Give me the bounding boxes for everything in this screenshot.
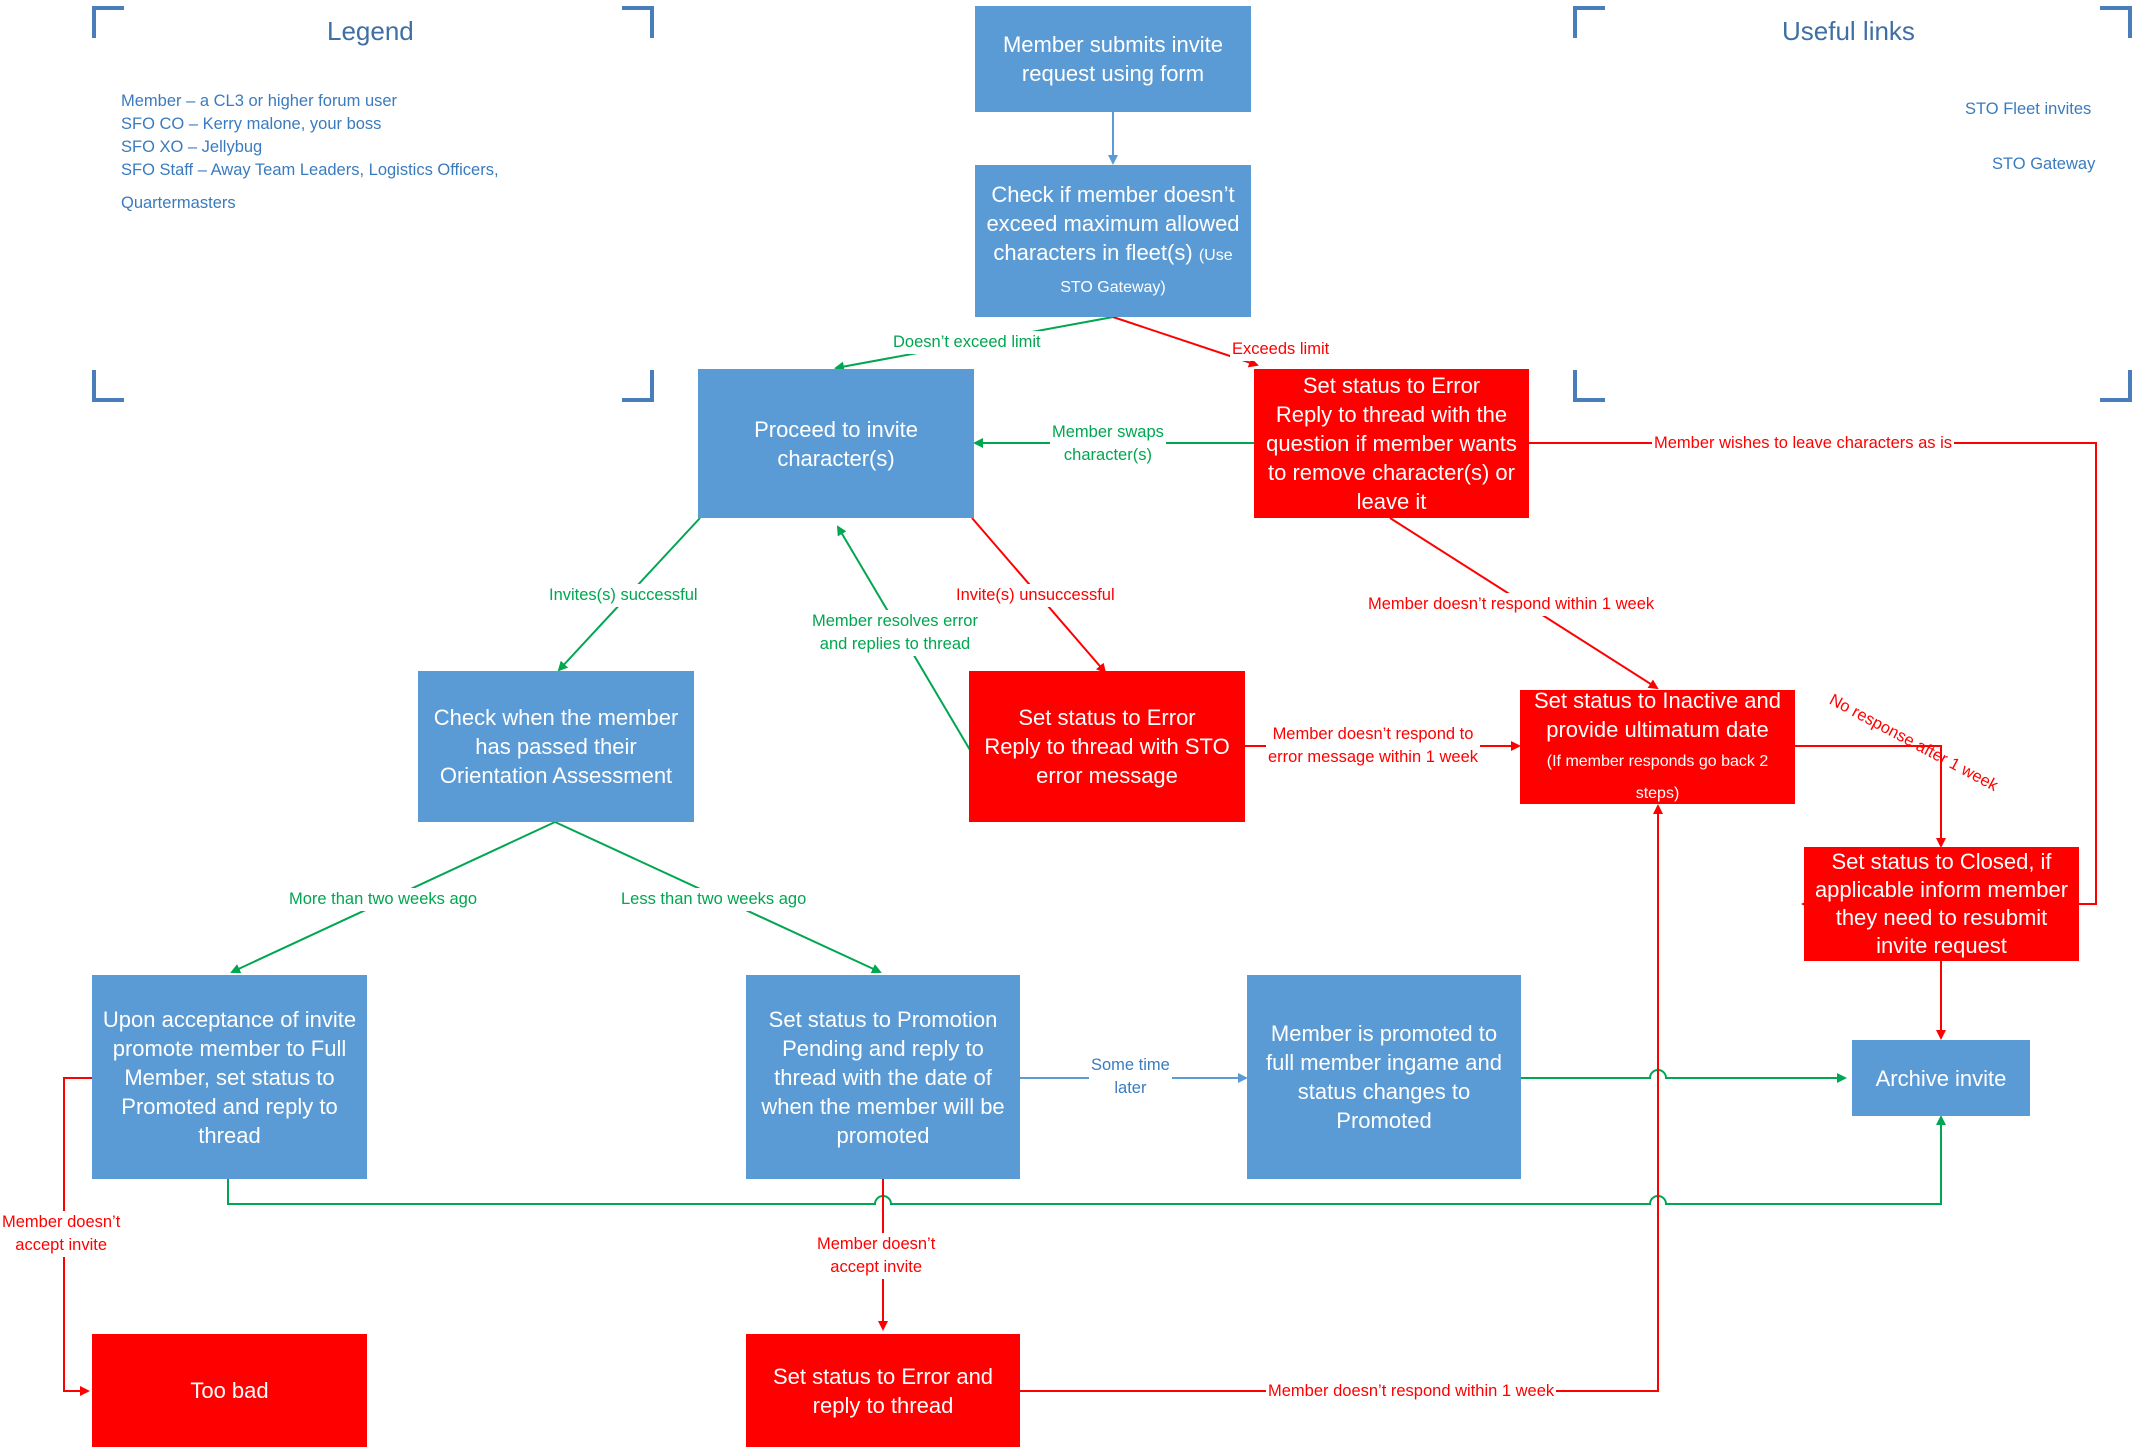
- node-closed-resubmit: Set status to Closed, if applicable info…: [1804, 847, 2079, 961]
- label-swaps: Member swaps character(s): [1050, 421, 1166, 467]
- legend-item: Member – a CL3 or higher forum user: [121, 92, 398, 110]
- legend-item: SFO Staff – Away Team Leaders, Logistics…: [121, 161, 499, 179]
- legend-item: Quartermasters: [121, 194, 236, 212]
- legend-title: Legend: [327, 16, 414, 46]
- label-invites-success: Invites(s) successful: [547, 584, 700, 607]
- node-inactive-ultimatum: Set status to Inactive and provide ultim…: [1520, 688, 1795, 804]
- node-error-remove-characters: Set status to Error Reply to thread with…: [1254, 369, 1529, 518]
- label-more-than: More than two weeks ago: [287, 888, 480, 911]
- node-archive-invite: Archive invite: [1852, 1040, 2030, 1116]
- label-less-than: Less than two weeks ago: [619, 888, 809, 911]
- node-promote-full-member: Upon acceptance of invite promote member…: [92, 975, 367, 1179]
- node-check-orientation: Check when the member has passed their O…: [418, 671, 694, 822]
- label-no-respond-error: Member doesn’t respond to error message …: [1266, 723, 1481, 769]
- label-resolves: Member resolves error and replies to thr…: [810, 610, 980, 656]
- corner-bracket: [1573, 6, 1605, 38]
- corner-bracket: [622, 370, 654, 402]
- node-promoted-ingame: Member is promoted to full member ingame…: [1247, 975, 1521, 1179]
- edge-promote-full-to-archive: [227, 1115, 1946, 1205]
- label-no-respond-week-2: Member doesn’t respond within 1 week: [1266, 1380, 1557, 1403]
- edge-no-respond-week-2: [1020, 804, 1663, 1392]
- node-error-sto-message: Set status to Error Reply to thread with…: [969, 671, 1245, 822]
- label-exceeds: Exceeds limit: [1230, 338, 1332, 361]
- edge-leave-as-is: [1529, 442, 2097, 909]
- label-not-accept-left: Member doesn’t accept invite: [0, 1211, 123, 1257]
- corner-bracket: [92, 370, 124, 402]
- label-leave-as-is: Member wishes to leave characters as is: [1652, 432, 1955, 455]
- sto-gateway-link[interactable]: STO Gateway: [1992, 155, 2096, 173]
- legend-item: SFO CO – Kerry malone, your boss: [121, 115, 382, 133]
- label-invites-fail: Invite(s) unsuccessful: [954, 584, 1117, 607]
- edge-promoted-to-archive: [1521, 1069, 1847, 1083]
- label-some-time: Some time later: [1089, 1054, 1172, 1100]
- edge-no-response-after: [1795, 745, 1946, 848]
- node-promotion-pending: Set status to Promotion Pending and repl…: [746, 975, 1020, 1179]
- sto-fleet-invites-link[interactable]: STO Fleet invites: [1965, 100, 2092, 118]
- corner-bracket: [622, 6, 654, 38]
- label-not-accept-mid: Member doesn’t accept invite: [815, 1233, 938, 1279]
- label-no-respond-week-1: Member doesn’t respond within 1 week: [1366, 593, 1657, 616]
- node-too-bad: Too bad: [92, 1334, 367, 1447]
- corner-bracket: [1573, 370, 1605, 402]
- useful-links-title: Useful links: [1782, 16, 1915, 46]
- legend-item: SFO XO – Jellybug: [121, 138, 263, 156]
- corner-bracket: [2100, 370, 2132, 402]
- node-submit-invite: Member submits invite request using form: [975, 6, 1251, 112]
- node-check-max-characters: Check if member doesn’t exceed maximum a…: [975, 165, 1251, 317]
- node-proceed-invite: Proceed to invite character(s): [698, 369, 974, 518]
- label-doesnt-exceed: Doesn’t exceed limit: [891, 331, 1043, 354]
- node-error-reply: Set status to Error and reply to thread: [746, 1334, 1020, 1447]
- corner-bracket: [92, 6, 124, 38]
- corner-bracket: [2100, 6, 2132, 38]
